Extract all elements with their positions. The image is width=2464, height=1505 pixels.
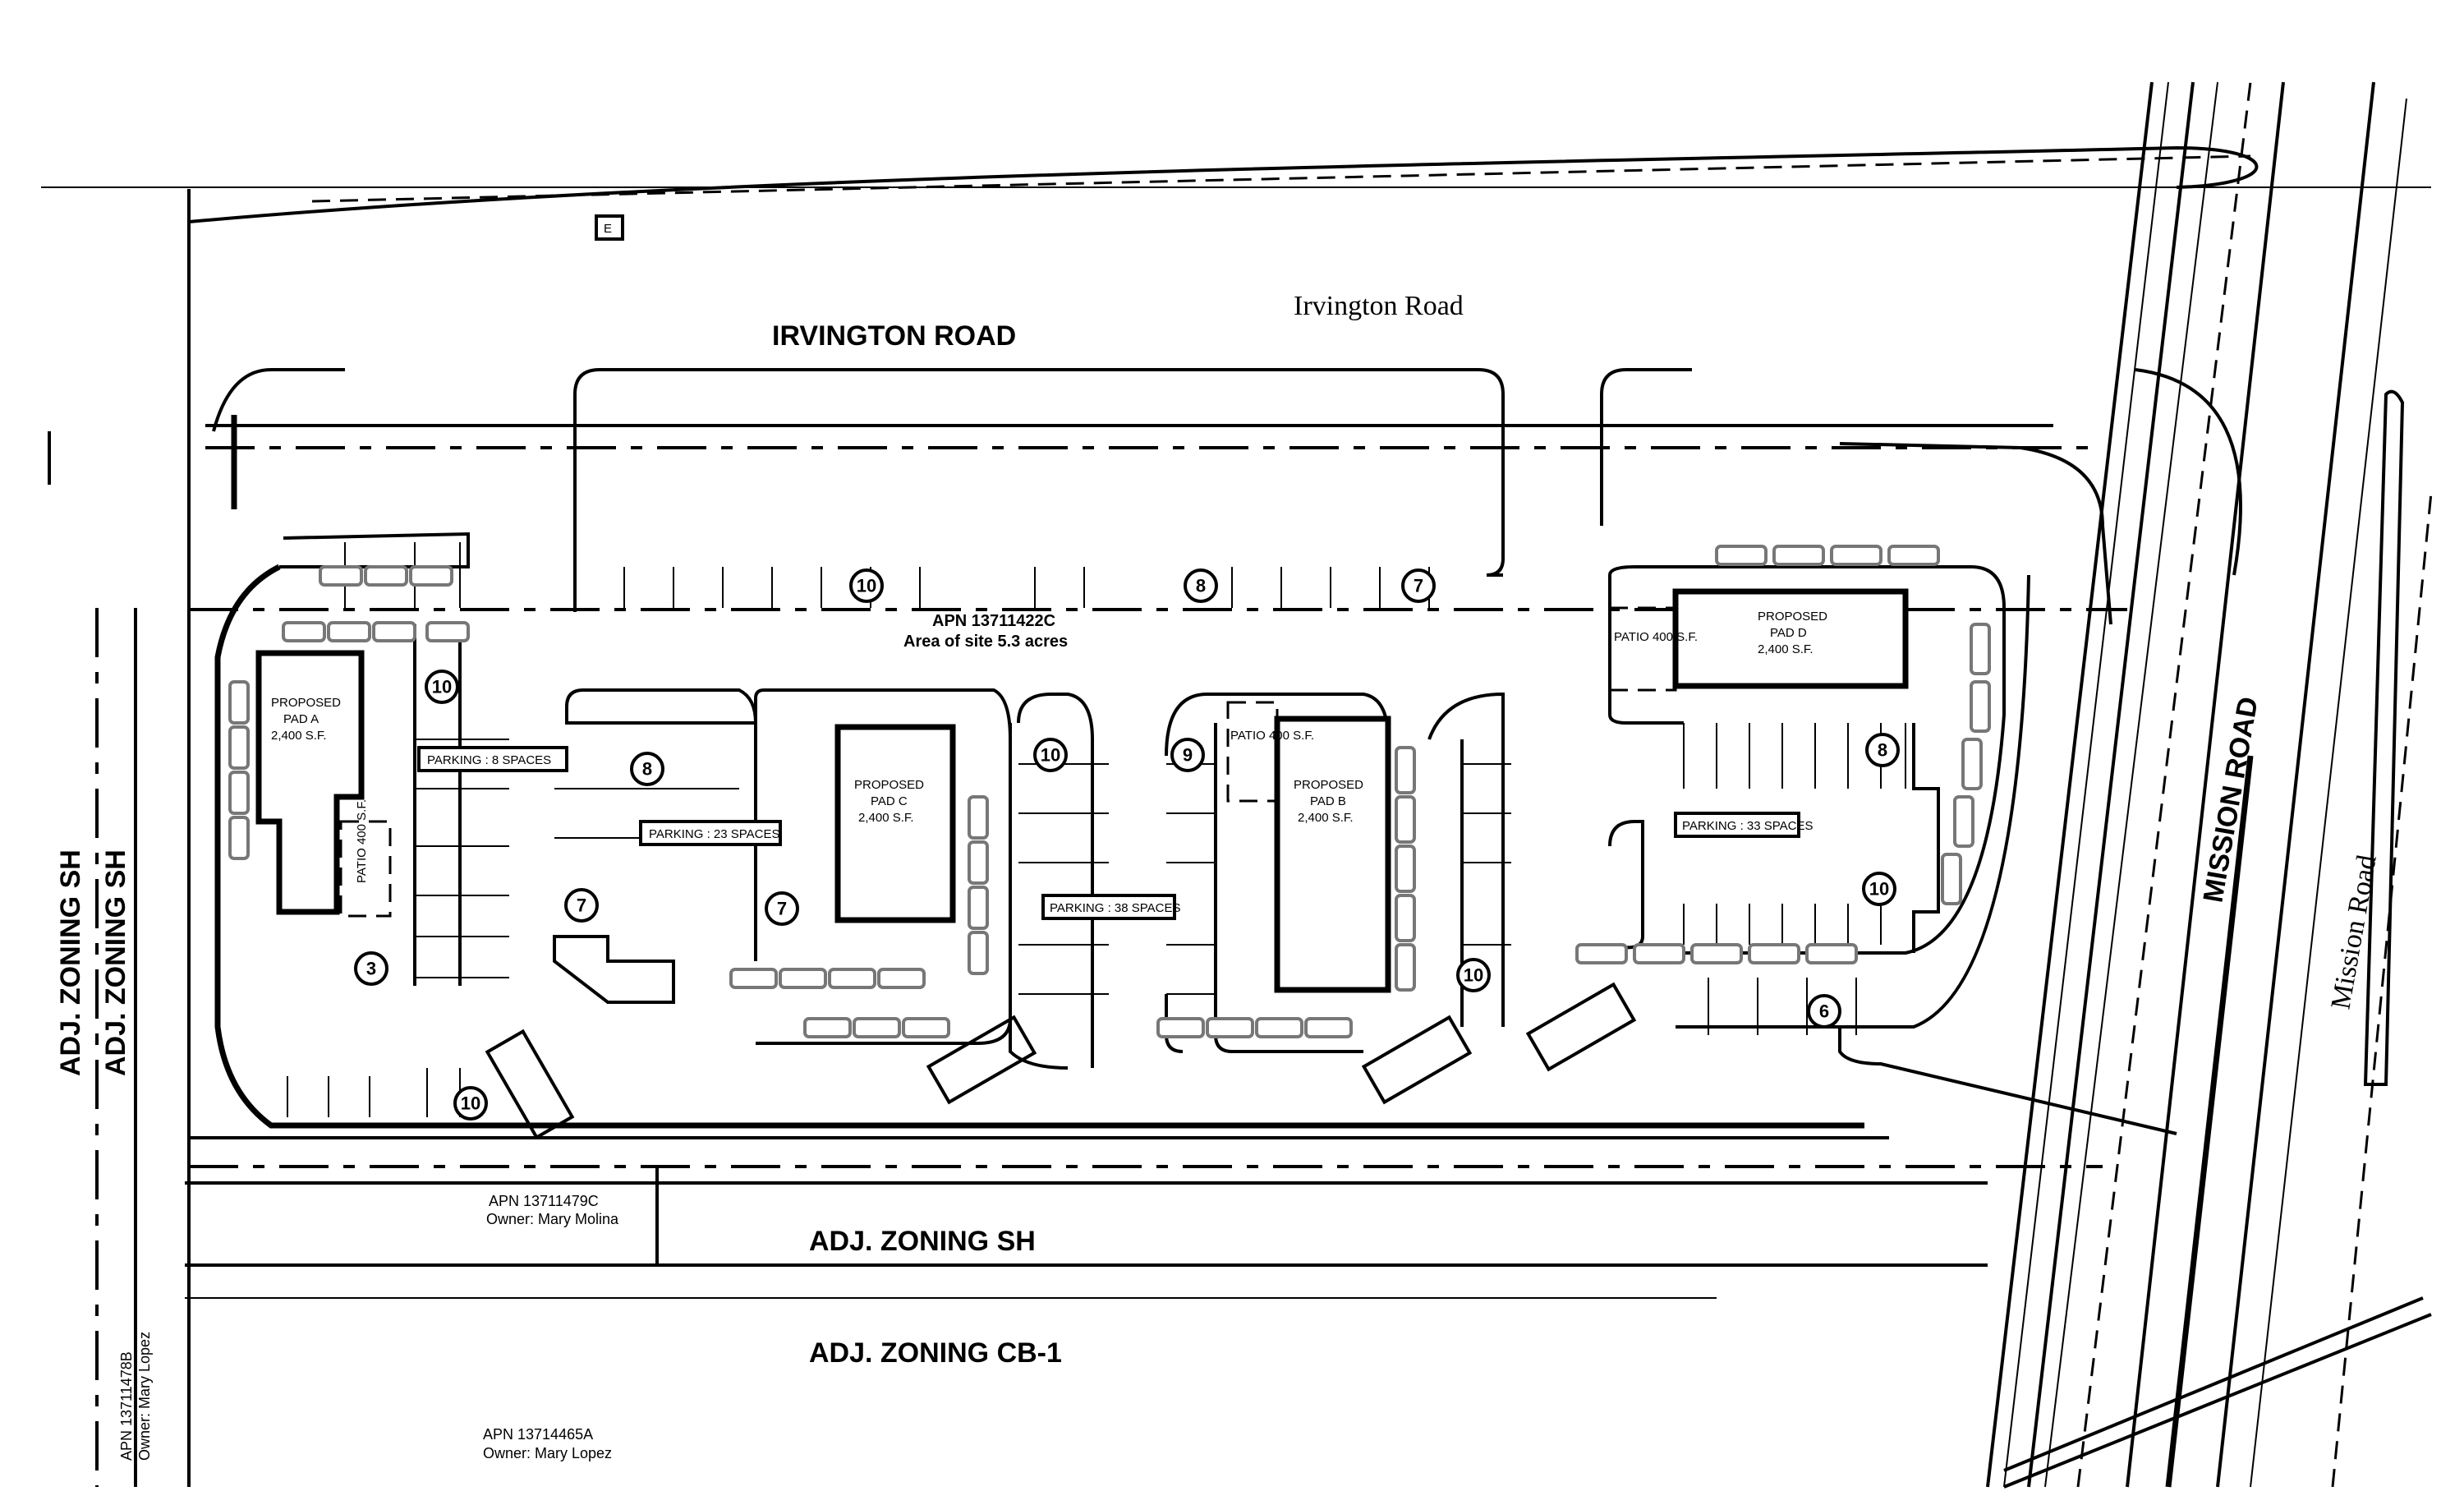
space-count: 8 <box>1878 740 1887 761</box>
irvington-road-label: IRVINGTON ROAD <box>772 320 1016 352</box>
pad-a: PROPOSED PAD A 2,400 S.F. PATIO 400 S.F. <box>255 650 392 918</box>
pad-a-name: PAD A <box>283 712 319 726</box>
south-parcel-owner: Owner: Mary Molina <box>486 1211 619 1227</box>
zoning-left-1: ADJ. ZONING SH <box>55 849 86 1076</box>
pad-b-area: 2,400 S.F. <box>1298 811 1354 825</box>
zoning-bottom-cb1: ADJ. ZONING CB-1 <box>809 1337 1062 1369</box>
space-count: 9 <box>1183 745 1193 766</box>
space-count-markers: 10 8 7 10 8 7 7 3 10 10 9 10 8 10 6 <box>354 568 1900 1121</box>
space-count: 8 <box>1196 576 1206 596</box>
parking-label-west: PARKING : 8 SPACES <box>427 753 551 767</box>
pad-a-title: PROPOSED <box>271 696 341 710</box>
delivery-trucks <box>485 982 1637 1140</box>
pad-c: PROPOSED PAD C 2,400 S.F. <box>834 724 956 923</box>
site-apn: APN 13711422C <box>932 612 1055 630</box>
pad-b-patio: PATIO 400 S.F. <box>1230 729 1314 743</box>
space-count: 7 <box>1414 576 1423 596</box>
mission-road-label: MISSION ROAD <box>2197 695 2264 905</box>
west-parcel-owner: Owner: Mary Lopez <box>136 1332 153 1461</box>
space-count: 10 <box>1041 745 1060 766</box>
zoning-left-2: ADJ. ZONING SH <box>100 849 131 1076</box>
sw-parcel-apn: APN 13714465A <box>483 1426 593 1443</box>
space-count: 8 <box>642 759 652 780</box>
parked-cars <box>228 545 1991 1038</box>
space-count: 10 <box>857 576 876 596</box>
pad-c-area: 2,400 S.F. <box>858 811 914 825</box>
space-count: 7 <box>777 899 787 919</box>
space-count: 10 <box>432 677 452 697</box>
pad-d: PATIO 400 S.F. PROPOSED PAD D 2,400 S.F. <box>1608 588 1909 692</box>
pad-b-name: PAD B <box>1310 794 1346 808</box>
space-count: 7 <box>577 895 586 916</box>
parking-label-center: PARKING : 38 SPACES <box>1050 901 1181 915</box>
pad-d-title: PROPOSED <box>1758 610 1827 624</box>
space-count: 3 <box>366 959 376 979</box>
parking-label-west-center: PARKING : 23 SPACES <box>649 827 780 841</box>
pad-d-patio: PATIO 400 S.F. <box>1614 630 1698 644</box>
parking-labels: PARKING : 8 SPACES PARKING : 23 SPACES P… <box>417 746 1814 920</box>
irvington-road-serif-label: Irvington Road <box>1294 291 1464 321</box>
space-count: 10 <box>1869 879 1889 900</box>
south-parcel-apn: APN 13711479C <box>489 1193 599 1209</box>
pad-d-area: 2,400 S.F. <box>1758 642 1814 656</box>
pad-d-name: PAD D <box>1770 626 1807 640</box>
parking-label-east: PARKING : 33 SPACES <box>1682 819 1814 833</box>
pad-c-name: PAD C <box>871 794 908 808</box>
pad-a-patio: PATIO 400 S.F. <box>355 799 369 883</box>
railroad-tracks <box>1986 81 2433 1489</box>
pad-a-area: 2,400 S.F. <box>271 729 327 743</box>
space-count: 10 <box>461 1093 480 1114</box>
irvington-road-lines <box>41 145 2431 509</box>
west-parcel-apn: APN 13711478B <box>118 1351 135 1461</box>
frontage-islands <box>212 368 2112 625</box>
pad-c-title: PROPOSED <box>854 778 924 792</box>
parking-stalls <box>287 542 1906 1117</box>
zoning-bottom-sh: ADJ. ZONING SH <box>809 1226 1036 1257</box>
pad-b-title: PROPOSED <box>1294 778 1363 792</box>
mission-road-serif-label: Mission Road <box>2325 853 2382 1011</box>
space-count: 6 <box>1819 1001 1829 1022</box>
site-boundary <box>95 189 2127 1487</box>
space-count: 10 <box>1464 965 1483 986</box>
marker-e: E <box>604 222 612 236</box>
site-area: Area of site 5.3 acres <box>903 633 1068 651</box>
pad-b: PATIO 400 S.F. PROPOSED PAD B 2,400 S.F. <box>1226 701 1391 993</box>
sw-parcel-owner: Owner: Mary Lopez <box>483 1445 612 1461</box>
